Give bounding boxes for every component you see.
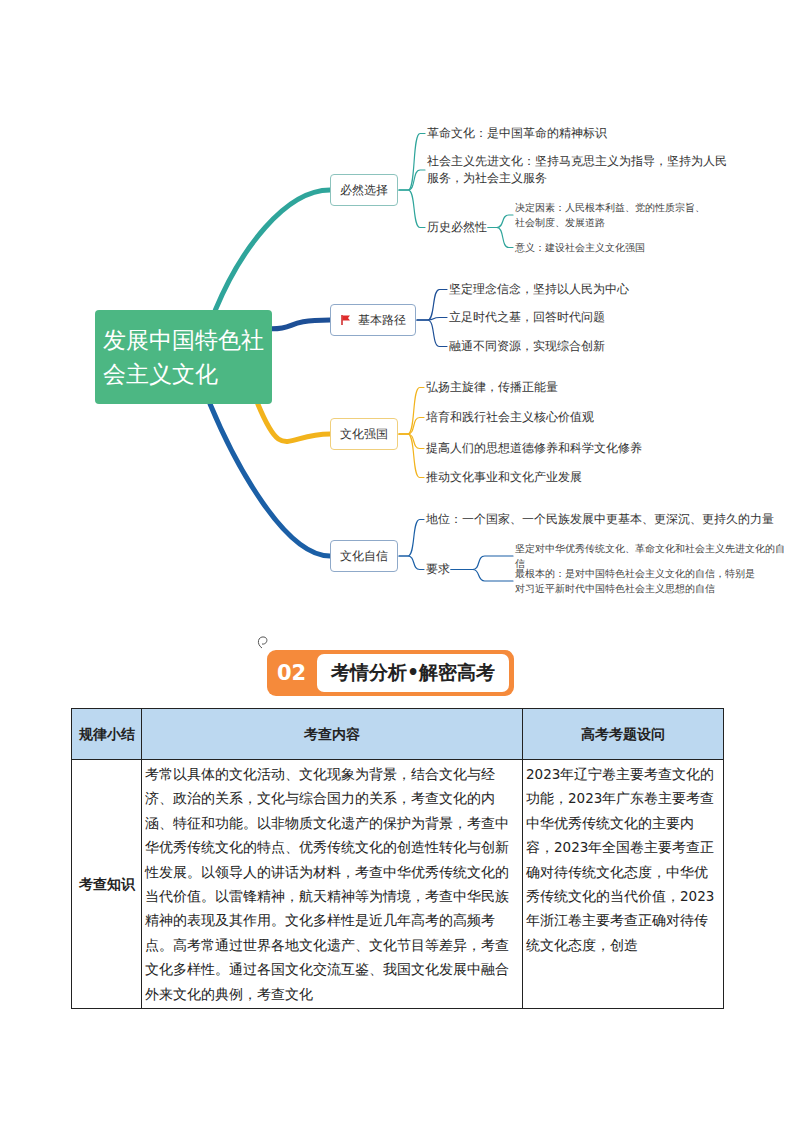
topic-text: 坚定对中华优秀传统文化、革命文化和社会主义先进文化的自信: [515, 541, 794, 571]
bracket-connector: [399, 434, 424, 478]
leaf-topic: 融通不同资源，实现综合创新: [449, 338, 605, 355]
branch-connector: [258, 404, 330, 442]
flag-icon: [340, 314, 352, 326]
table-cell: 考常以具体的文化活动、文化现象为背景，结合文化与经济、政治的关系，文化与综合国力…: [142, 760, 523, 1009]
leaf-topic: 社会主义先进文化：坚持马克思主义为指导，坚持为人民服务，为社会主义服务: [427, 153, 727, 187]
section-banner: 02考情分析•解密高考: [267, 650, 514, 696]
bracket-connector: [451, 570, 513, 582]
leaf-topic: 立足时代之基，回答时代问题: [449, 309, 605, 326]
bracket-connector: [488, 228, 513, 248]
bracket-connector: [399, 134, 425, 191]
leaf-topic: 要求: [426, 561, 450, 578]
branch-box: 必然选择: [330, 174, 398, 206]
topic-text: 最根本的：是对中国特色社会主义文化的自信，特别是对习近平新时代中国特色社会主义思…: [515, 566, 760, 596]
leaf-topic: 革命文化：是中国革命的精神标识: [427, 125, 607, 142]
bracket-connector: [399, 388, 424, 435]
bracket-connector: [417, 320, 447, 347]
section-number: 02: [277, 661, 317, 685]
table-cell: 考查内容: [142, 709, 523, 760]
leaf-topic: 提高人们的思想道德修养和科学文化修养: [426, 440, 642, 457]
section-title: 考情分析•解密高考: [317, 654, 509, 692]
topic-text: 提高人们的思想道德修养和科学文化修养: [426, 440, 642, 457]
topic-text: 基本路径: [358, 305, 406, 335]
topic-text: 推动文化事业和文化产业发展: [426, 469, 582, 486]
table-cell: 规律小结: [72, 709, 142, 760]
topic-text: 立足时代之基，回答时代问题: [449, 309, 605, 326]
leaf-topic: 培育和践行社会主义核心价值观: [426, 409, 594, 426]
bracket-connector: [451, 556, 513, 570]
topic-text: 地位：一个国家、一个民族发展中更基本、更深沉、更持久的力量: [426, 511, 774, 528]
topic-text: 社会主义先进文化：坚持马克思主义为指导，坚持为人民服务，为社会主义服务: [427, 153, 727, 187]
sub-topic: 最根本的：是对中国特色社会主义文化的自信，特别是对习近平新时代中国特色社会主义思…: [515, 566, 760, 596]
table-cell: 考查知识: [72, 760, 142, 1009]
bracket-connector: [399, 170, 425, 190]
table-cell: 高考考题设问: [523, 709, 724, 760]
topic-text: 培育和践行社会主义核心价值观: [426, 409, 594, 426]
topic-text: 历史必然性: [427, 219, 487, 236]
topic-text: 弘扬主旋律，传播正能量: [426, 379, 558, 396]
analysis-table: 规律小结考查内容高考考题设问考查知识考常以具体的文化活动、文化现象为背景，结合文…: [71, 708, 724, 1009]
sub-topic: 决定因素：人民根本利益、党的性质宗旨、社会制度、发展道路: [515, 200, 705, 230]
topic-text: 决定因素：人民根本利益、党的性质宗旨、社会制度、发展道路: [515, 200, 705, 230]
bracket-connector: [417, 290, 447, 321]
topic-text: 坚定理念信念，坚持以人民为中心: [449, 281, 629, 298]
leaf-topic: 弘扬主旋律，传播正能量: [426, 379, 558, 396]
topic-text: 文化自信: [340, 541, 388, 571]
bracket-connector: [399, 556, 424, 570]
bracket-connector: [399, 190, 425, 228]
leaf-topic: 历史必然性: [427, 219, 487, 236]
branch-connector: [210, 404, 330, 556]
bracket-connector: [488, 215, 513, 228]
leaf-topic: 地位：一个国家、一个民族发展中更基本、更深沉、更持久的力量: [426, 511, 774, 528]
root-topic: 发展中国特色社会主义文化: [95, 310, 272, 404]
branch-box: 基本路径: [330, 304, 416, 336]
topic-text: 革命文化：是中国革命的精神标识: [427, 125, 607, 142]
leaf-topic: 坚定理念信念，坚持以人民为中心: [449, 281, 629, 298]
branch-connector: [272, 320, 330, 329]
topic-text: 文化强国: [340, 419, 388, 449]
branch-connector: [215, 190, 330, 310]
swirl-decoration: [258, 637, 267, 648]
branch-box: 文化强国: [330, 418, 398, 450]
branch-box: 文化自信: [330, 540, 398, 572]
table-cell: 2023年辽宁卷主要考查文化的功能，2023年广东卷主要考查中华优秀传统文化的主…: [523, 760, 724, 1009]
topic-text: 意义：建设社会主义文化强国: [515, 240, 645, 255]
topic-text: 融通不同资源，实现综合创新: [449, 338, 605, 355]
sub-topic: 意义：建设社会主义文化强国: [515, 240, 645, 255]
bracket-connector: [399, 520, 424, 557]
sub-topic: 坚定对中华优秀传统文化、革命文化和社会主义先进文化的自信: [515, 541, 794, 571]
leaf-topic: 推动文化事业和文化产业发展: [426, 469, 582, 486]
bracket-connector: [399, 418, 424, 435]
topic-text: 必然选择: [340, 175, 388, 205]
topic-text: 发展中国特色社会主义文化: [103, 323, 264, 391]
topic-text: 要求: [426, 561, 450, 578]
